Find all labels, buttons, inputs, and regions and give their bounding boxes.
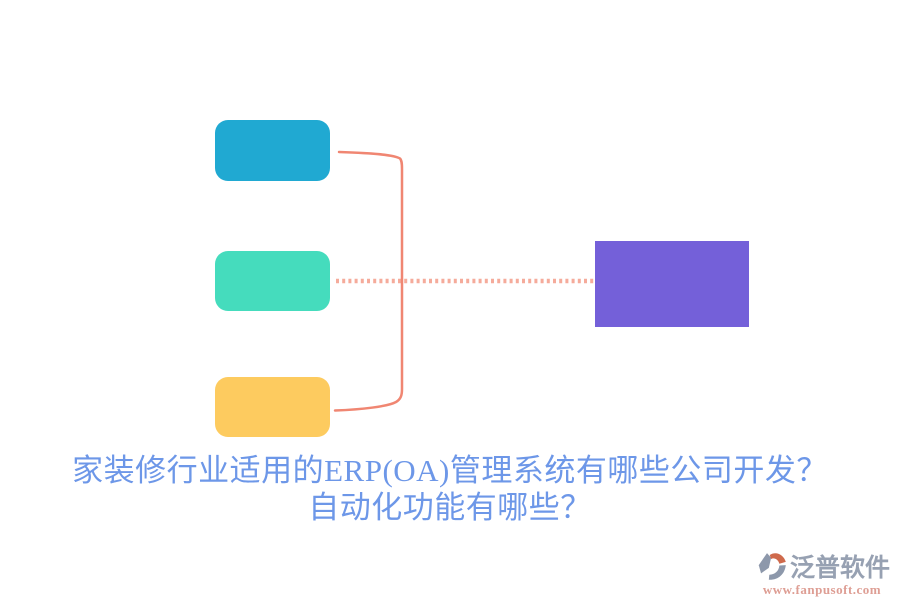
caption-line-1: 家装修行业适用的ERP(OA)管理系统有哪些公司开发？ bbox=[72, 453, 828, 488]
node-bottom bbox=[215, 377, 330, 437]
logo-gray-arc bbox=[768, 565, 786, 580]
bracket-connector-line bbox=[333, 150, 404, 412]
watermark: 泛普软件 www.fanpusoft.com bbox=[754, 548, 890, 598]
logo-orange-swoosh bbox=[769, 553, 786, 564]
fanpu-logo-icon bbox=[758, 553, 786, 580]
watermark-brand: 泛普软件 bbox=[789, 554, 890, 582]
node-right bbox=[595, 241, 749, 327]
page-title: 家装修行业适用的ERP(OA)管理系统有哪些公司开发？ 自动化功能有哪些？ bbox=[0, 452, 900, 526]
node-middle bbox=[215, 251, 330, 311]
watermark-url: www.fanpusoft.com bbox=[762, 582, 882, 597]
caption-line-2: 自动化功能有哪些？ bbox=[308, 490, 592, 525]
node-top bbox=[215, 120, 330, 181]
logo-gray-facet bbox=[758, 553, 772, 574]
